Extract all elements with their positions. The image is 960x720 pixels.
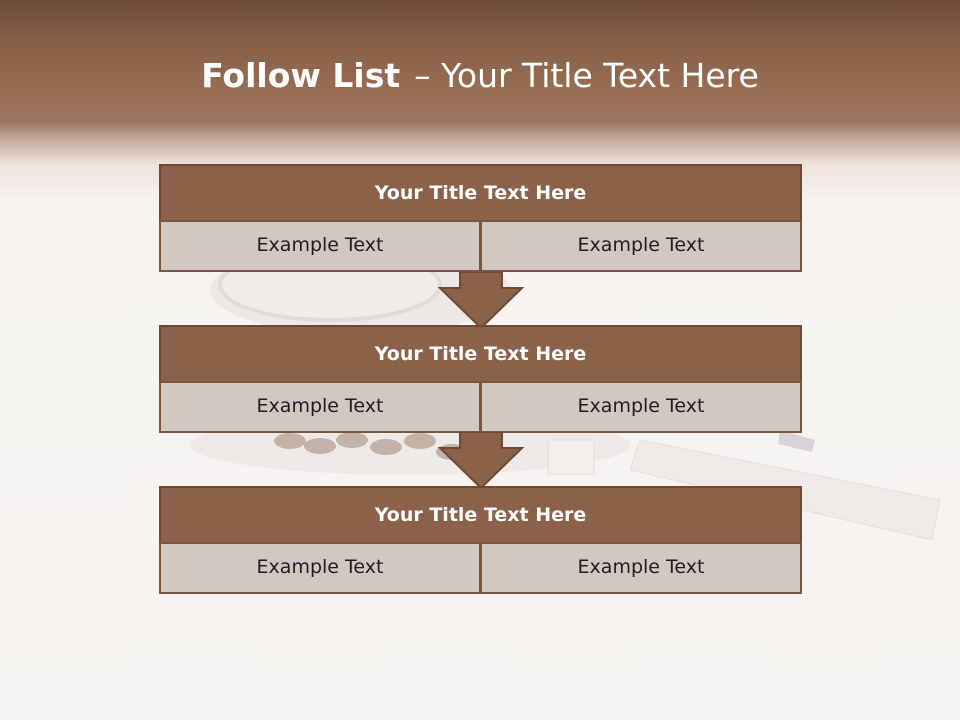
- title-separator: –: [414, 56, 431, 95]
- slide-title: Follow List– Your Title Text Here: [0, 52, 960, 100]
- follow-block-1: Your Title Text Here Example Text Exampl…: [159, 164, 802, 272]
- down-arrow-icon: [438, 432, 524, 490]
- block-text-left: Example Text: [159, 220, 481, 272]
- title-rest-part: Your Title Text Here: [441, 56, 759, 95]
- follow-block-2: Your Title Text Here Example Text Exampl…: [159, 325, 802, 433]
- block-text-left: Example Text: [159, 381, 481, 433]
- coffee-beans: [274, 432, 468, 460]
- block-title: Your Title Text Here: [159, 164, 802, 222]
- block-text-right: Example Text: [480, 220, 802, 272]
- block-text-left: Example Text: [159, 542, 481, 594]
- block-title: Your Title Text Here: [159, 486, 802, 544]
- down-arrow-icon: [438, 272, 524, 330]
- block-text-right: Example Text: [480, 542, 802, 594]
- block-text-right: Example Text: [480, 381, 802, 433]
- pen-clip-shape: [778, 430, 815, 452]
- block-title: Your Title Text Here: [159, 325, 802, 383]
- title-bold-part: Follow List: [201, 56, 401, 95]
- sugar-cube-shape: [547, 439, 595, 475]
- follow-block-3: Your Title Text Here Example Text Exampl…: [159, 486, 802, 594]
